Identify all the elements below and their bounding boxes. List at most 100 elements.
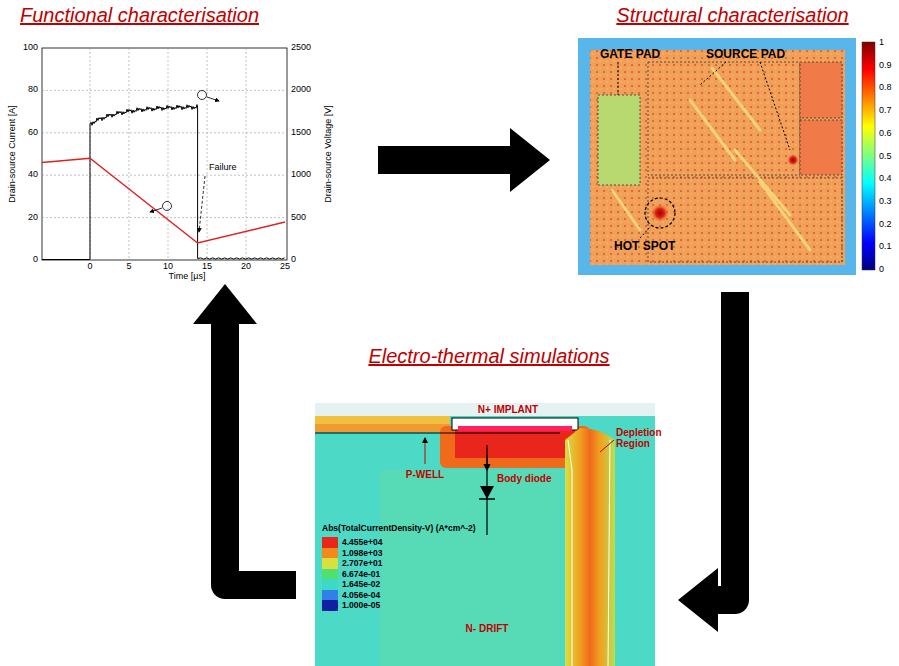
legend-swatch bbox=[322, 590, 338, 601]
part-label: N- DRIFT bbox=[466, 623, 509, 634]
thermal-map-part-part bbox=[618, 62, 619, 95]
simulation-image-part bbox=[425, 438, 426, 464]
simulation-image bbox=[315, 403, 655, 666]
functional-chart-part bbox=[150, 208, 162, 212]
simulation-image-part bbox=[486, 455, 487, 470]
functional-chart-part bbox=[199, 176, 205, 232]
functional-chart-part-part bbox=[246, 48, 247, 260]
thermal-map-part bbox=[800, 120, 842, 175]
thermal-map-part bbox=[651, 204, 669, 222]
thermal-map-part bbox=[648, 62, 800, 175]
functional-chart-part bbox=[163, 202, 172, 211]
thermal-map bbox=[578, 38, 875, 275]
legend-text: 1.000e-05 bbox=[342, 601, 380, 610]
thermal-map-part bbox=[612, 68, 810, 250]
simulation-image-part bbox=[600, 440, 614, 452]
axis-label: 2000 bbox=[291, 85, 311, 95]
colorbar-tick: 1 bbox=[879, 38, 884, 48]
thermal-map-part bbox=[648, 178, 842, 262]
legend-row: 2.707e+01 bbox=[322, 558, 382, 569]
functional-chart-part bbox=[42, 158, 285, 243]
simulation-image-part bbox=[458, 426, 572, 431]
legend-swatch bbox=[322, 579, 338, 590]
panel: Electro-thermal simulations bbox=[310, 343, 668, 666]
legend-text: 4.455e+04 bbox=[342, 538, 382, 547]
colorbar-tick: 0.6 bbox=[879, 129, 892, 139]
thermal-map-part bbox=[598, 95, 640, 185]
simulation-image-part bbox=[380, 470, 560, 666]
thermal-map-part-part bbox=[712, 68, 760, 130]
thermal-map-part-part bbox=[700, 62, 726, 85]
simulation-image-part bbox=[568, 440, 610, 666]
functional-chart-part bbox=[42, 48, 287, 260]
legend-swatch bbox=[322, 558, 338, 569]
axis-label: 0 bbox=[291, 255, 296, 265]
simulation-image-part bbox=[315, 416, 450, 432]
axis-label: 15 bbox=[202, 262, 212, 272]
functional-chart-part bbox=[198, 91, 207, 100]
simulation-image-part bbox=[480, 486, 494, 499]
thermal-map-part bbox=[590, 50, 845, 265]
legend-row: 1.098e+03 bbox=[322, 548, 382, 559]
colorbar-tick: 0.5 bbox=[879, 152, 892, 162]
thermal-map-part bbox=[800, 62, 842, 118]
functional-chart-part-part bbox=[42, 175, 287, 176]
colorbar-tick: 0.8 bbox=[879, 83, 892, 93]
flow-arrow bbox=[225, 324, 296, 585]
simulation-image-part bbox=[315, 403, 655, 666]
panel-title: Functional characterisation bbox=[20, 2, 353, 28]
axis-label: 2500 bbox=[291, 43, 311, 53]
axis-label: 5 bbox=[126, 262, 131, 272]
functional-chart-part-part bbox=[42, 132, 287, 133]
simulation-image-part bbox=[315, 403, 655, 416]
legend-row: 4.056e-04 bbox=[322, 590, 382, 601]
flow-arrow bbox=[378, 146, 510, 174]
simulation-image-part bbox=[565, 428, 615, 666]
part-label: N+ IMPLANT bbox=[478, 404, 538, 415]
thermal-map-part-part bbox=[735, 150, 790, 215]
colorbar-tick: 0.9 bbox=[879, 61, 892, 71]
functional-chart-part bbox=[42, 48, 287, 260]
simulation-image-part bbox=[315, 433, 560, 434]
axis-label: 60 bbox=[28, 128, 38, 138]
axis-label: 20 bbox=[241, 262, 251, 272]
axis-label: Failure bbox=[209, 163, 237, 173]
colorbar-tick: 0 bbox=[879, 265, 884, 275]
legend-row: 1.000e-05 bbox=[322, 600, 382, 611]
simulation-image-part bbox=[452, 418, 578, 430]
legend-swatch bbox=[322, 569, 338, 580]
axis-label: 10 bbox=[163, 262, 173, 272]
colorbar-tick: 0.1 bbox=[879, 242, 892, 252]
part-label: Body diode bbox=[497, 473, 551, 484]
legend-text: 2.707e+01 bbox=[342, 559, 382, 568]
part-label: Depletion Region bbox=[616, 427, 666, 449]
thermal-map-part-part bbox=[760, 182, 810, 250]
axis-label: 0 bbox=[87, 262, 92, 272]
panel-title: Structural characterisation bbox=[560, 2, 899, 28]
axis-label: 25 bbox=[280, 262, 290, 272]
legend-row: 6.674e-01 bbox=[322, 569, 382, 580]
functional-chart-part-part bbox=[129, 48, 130, 260]
color-legend: 4.455e+041.098e+032.707e+016.674e-011.64… bbox=[322, 537, 382, 611]
panel-title: Electro-thermal simulations bbox=[310, 343, 668, 369]
part-label: P-WELL bbox=[406, 469, 444, 480]
axis-label: 80 bbox=[28, 85, 38, 95]
axis-label: 100 bbox=[23, 43, 38, 53]
simulation-image-part bbox=[479, 498, 495, 500]
axis-label: 1500 bbox=[291, 128, 311, 138]
legend-text: 1.098e+03 bbox=[342, 549, 382, 558]
thermal-map-part-part bbox=[612, 190, 640, 230]
colorbar-tick: 0.2 bbox=[879, 220, 892, 230]
axis-label: 20 bbox=[28, 213, 38, 223]
axis-label: 40 bbox=[28, 170, 38, 180]
axis-label: 500 bbox=[291, 213, 306, 223]
part-label: SOURCE PAD bbox=[706, 48, 785, 61]
colorbar-tick: 0.4 bbox=[879, 174, 892, 184]
simulation-image-part bbox=[315, 424, 450, 432]
thermal-map-part-part bbox=[690, 100, 735, 160]
panel: Structural characterisation bbox=[560, 2, 899, 278]
functional-chart bbox=[42, 48, 287, 260]
colorbar-tick: 0.3 bbox=[879, 197, 892, 207]
